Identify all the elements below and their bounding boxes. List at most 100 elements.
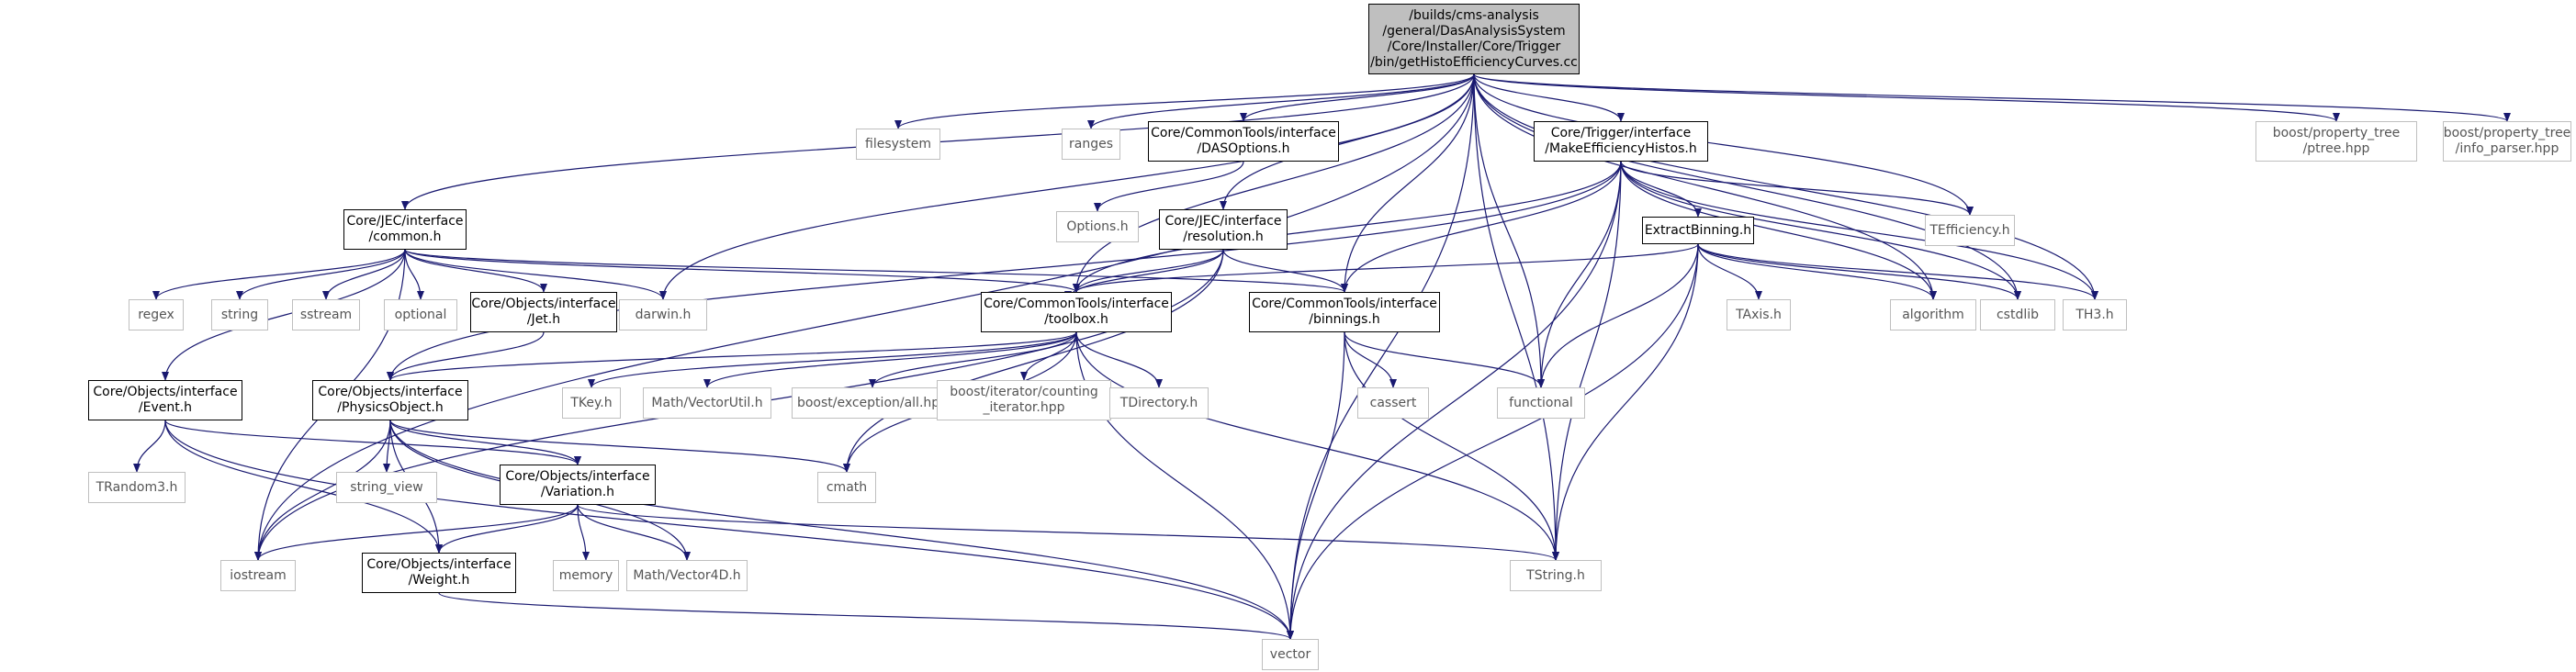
edge-root-to-cstdlib [1473,73,2021,300]
edge-root-to-vector [1287,73,1475,640]
edge-jeccommon-to-regex [152,249,406,300]
edge-physobj-to-cmath [389,420,850,473]
node-sstream[interactable]: sstream [292,299,360,330]
edge-makeeff-to-cstdlib [1620,161,2021,300]
edge-variation-to-iostream [254,504,579,561]
node-tkey[interactable]: TKey.h [562,387,621,419]
node-extract-binning[interactable]: ExtractBinning.h [1642,217,1754,244]
node-regex[interactable]: regex [129,299,184,330]
edge-makeeff-to-tstring [1552,161,1622,561]
edge-jeccommon-to-event [162,249,406,381]
node-cstdlib[interactable]: cstdlib [1980,299,2055,330]
edge-root-to-ranges [1087,73,1475,129]
node-trandom3[interactable]: TRandom3.h [88,472,186,503]
node-cassert[interactable]: cassert [1357,387,1429,419]
node-make-efficiency-histos[interactable]: Core/Trigger/interface /MakeEfficiencyHi… [1534,121,1708,162]
edge-root-to-tefficiency [1473,73,1974,216]
node-jec-common[interactable]: Core/JEC/interface /common.h [343,209,467,250]
edge-extractbinning-to-algorithm [1697,243,1937,300]
edge-root-to-filesystem [894,73,1475,129]
node-jet[interactable]: Core/Objects/interface /Jet.h [470,292,617,332]
edge-toolbox-to-physobj [387,331,1077,381]
node-iostream[interactable]: iostream [220,560,296,591]
edge-extractbinning-to-functional [1537,243,1699,388]
edge-extractbinning-to-taxis [1697,243,1762,300]
edge-root-to-resolution [1220,73,1475,210]
node-tdirectory[interactable]: TDirectory.h [1109,387,1209,419]
edge-extractbinning-to-th3 [1697,243,2098,300]
node-string-view[interactable]: string_view [336,472,437,503]
edge-event-to-trandom3 [133,420,166,473]
edge-jeccommon-to-sstream [322,249,406,300]
edge-makeeff-to-physobj [387,161,1622,381]
edge-jet-to-physobj [387,331,545,381]
edge-root-to-toolbox [1073,73,1475,293]
edge-binnings-to-tstring [1344,331,1559,561]
edge-variation-to-tstring [577,504,1559,561]
edge-binnings-to-vector [1287,331,1345,640]
node-boost-exception[interactable]: boost/exception/all.hpp [792,387,953,419]
node-string[interactable]: string [211,299,268,330]
edge-extractbinning-to-tstring [1552,243,1699,561]
node-dasoptions[interactable]: Core/CommonTools/interface /DASOptions.h [1148,121,1339,162]
edge-physobj-to-iostream [254,420,391,561]
node-jec-resolution[interactable]: Core/JEC/interface /resolution.h [1159,209,1288,250]
edge-makeeff-to-binnings [1341,161,1622,293]
node-filesystem[interactable]: filesystem [856,129,940,160]
node-taxis[interactable]: TAxis.h [1727,299,1791,330]
edge-root-to-iostream [254,73,1475,561]
node-variation[interactable]: Core/Objects/interface /Variation.h [500,465,656,505]
node-toolbox[interactable]: Core/CommonTools/interface /toolbox.h [981,292,1172,332]
node-binnings[interactable]: Core/CommonTools/interface /binnings.h [1249,292,1440,332]
edge-event-to-variation [164,420,581,465]
node-weight[interactable]: Core/Objects/interface /Weight.h [362,553,516,593]
node-optional[interactable]: optional [384,299,457,330]
node-physics-object[interactable]: Core/Objects/interface /PhysicsObject.h [312,380,468,420]
node-tefficiency[interactable]: TEfficiency.h [1925,215,2015,246]
node-vector[interactable]: vector [1262,639,1319,670]
edge-resolution-to-binnings [1222,249,1348,293]
edge-jeccommon-to-jet [404,249,547,293]
edge-event-to-weight [164,420,443,554]
edge-toolbox-to-boostexc [869,331,1077,388]
edge-toolbox-to-boostiter [1020,331,1077,381]
node-event[interactable]: Core/Objects/interface /Event.h [88,380,242,420]
node-vector4d[interactable]: Math/Vector4D.h [626,560,748,591]
edge-makeeff-to-tefficiency [1620,161,1974,216]
node-options-h[interactable]: Options.h [1056,211,1139,242]
edge-jeccommon-to-binnings [404,249,1348,293]
node-boost-counting-iterator[interactable]: boost/iterator/counting _iterator.hpp [937,380,1111,420]
edge-dasoptions-to-optionsh [1094,161,1244,212]
edge-root-to-makeeff [1473,73,1625,122]
node-th3[interactable]: TH3.h [2063,299,2127,330]
edge-makeeff-to-vector [1287,161,1622,640]
node-tstring[interactable]: TString.h [1510,560,1602,591]
edge-root-to-binnings [1341,73,1475,293]
node-ranges[interactable]: ranges [1062,129,1120,160]
edge-variation-to-vector4d [577,504,691,561]
edge-root-to-dasoptions [1240,73,1475,122]
node-root-file[interactable]: /builds/cms-analysis /general/DasAnalysi… [1368,4,1580,74]
edge-binnings-to-functional [1344,331,1545,388]
edge-root-to-algorithm [1473,73,1937,300]
edge-extractbinning-to-vector [1287,243,1699,640]
node-cmath[interactable]: cmath [817,472,876,503]
edge-toolbox-to-tdirectory [1075,331,1163,388]
edge-jeccommon-to-toolbox [404,249,1080,293]
node-functional[interactable]: functional [1497,387,1585,419]
node-boost-info-parser[interactable]: boost/property_tree /info_parser.hpp [2443,121,2571,162]
edge-jeccommon-to-darwin [404,249,667,300]
node-algorithm[interactable]: algorithm [1890,299,1976,330]
edge-event-to-vector [164,420,1294,640]
edge-makeeff-to-functional [1537,161,1622,388]
edge-makeeff-to-th3 [1620,161,2098,300]
edge-extractbinning-to-cstdlib [1697,243,2021,300]
node-darwin[interactable]: darwin.h [619,299,707,330]
node-memory[interactable]: memory [553,560,619,591]
node-boost-ptree[interactable]: boost/property_tree /ptree.hpp [2255,121,2417,162]
edge-variation-to-weight [435,504,579,554]
node-vector-util[interactable]: Math/VectorUtil.h [643,387,771,419]
edge-makeeff-to-algorithm [1620,161,1937,300]
edge-root-to-tstring [1473,73,1559,561]
edge-jeccommon-to-string [236,249,406,300]
